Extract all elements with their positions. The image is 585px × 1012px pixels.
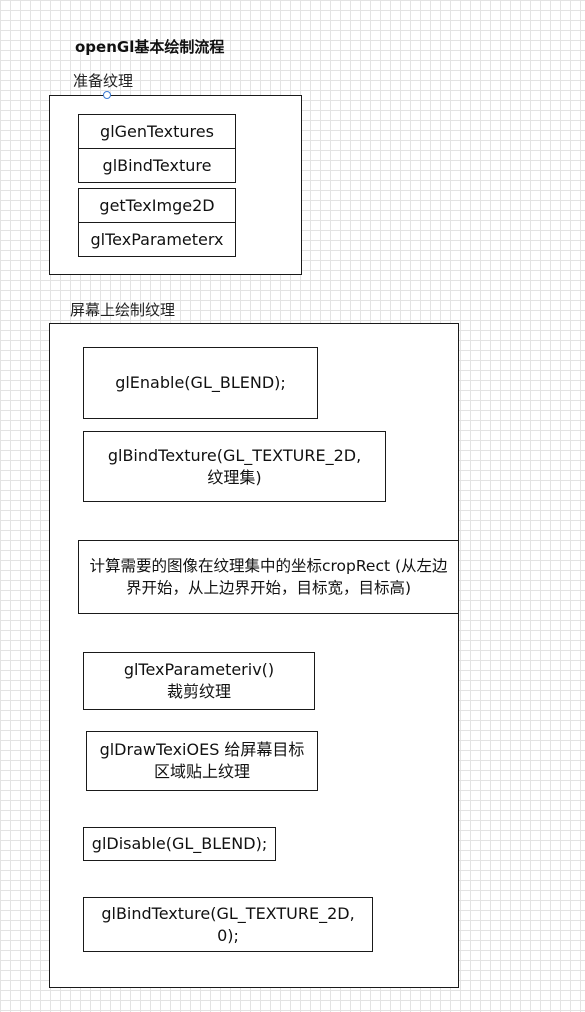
- step-gl-enable-blend[interactable]: glEnable(GL_BLEND);: [83, 347, 318, 419]
- step-gl-tex-parameteriv[interactable]: glTexParameteriv() 裁剪纹理: [83, 652, 315, 710]
- step-label: glDrawTexiOES 给屏幕目标区域贴上纹理: [99, 740, 305, 781]
- step-compute-crop-rect[interactable]: 计算需要的图像在纹理集中的坐标cropRect (从左边界开始，从上边界开始，目…: [78, 540, 459, 614]
- step-gl-disable-blend[interactable]: glDisable(GL_BLEND);: [83, 827, 276, 861]
- step-label: glTexParameterx: [90, 229, 224, 249]
- step-gl-tex-parameterx[interactable]: glTexParameterx: [78, 222, 236, 257]
- step-get-tex-image-2d[interactable]: getTexImge2D: [78, 188, 236, 223]
- step-gl-draw-texi-oes[interactable]: glDrawTexiOES 给屏幕目标区域贴上纹理: [86, 731, 318, 791]
- step-label: 计算需要的图像在纹理集中的坐标cropRect (从左边界开始，从上边界开始，目…: [89, 557, 448, 597]
- selection-handle[interactable]: [103, 91, 111, 99]
- step-label: glEnable(GL_BLEND);: [115, 373, 286, 392]
- step-gl-bind-texture-atlas[interactable]: glBindTexture(GL_TEXTURE_2D, 纹理集): [83, 431, 386, 502]
- step-label: glTexParameteriv() 裁剪纹理: [123, 660, 275, 701]
- step-label: glDisable(GL_BLEND);: [91, 834, 268, 853]
- step-label: glBindTexture(GL_TEXTURE_2D, 0);: [101, 903, 355, 945]
- step-label: glGenTextures: [100, 121, 214, 141]
- step-gl-gen-textures[interactable]: glGenTextures: [78, 114, 236, 149]
- prepare-group-label: 准备纹理: [73, 72, 134, 90]
- step-label: glBindTexture(GL_TEXTURE_2D, 纹理集): [107, 445, 362, 487]
- step-gl-bind-texture-zero[interactable]: glBindTexture(GL_TEXTURE_2D, 0);: [83, 897, 373, 952]
- diagram-title: openGl基本绘制流程: [75, 38, 225, 56]
- draw-group-label: 屏幕上绘制纹理: [70, 301, 176, 319]
- step-label: getTexImge2D: [99, 195, 215, 215]
- step-label: glBindTexture: [102, 155, 212, 175]
- step-gl-bind-texture[interactable]: glBindTexture: [78, 148, 236, 183]
